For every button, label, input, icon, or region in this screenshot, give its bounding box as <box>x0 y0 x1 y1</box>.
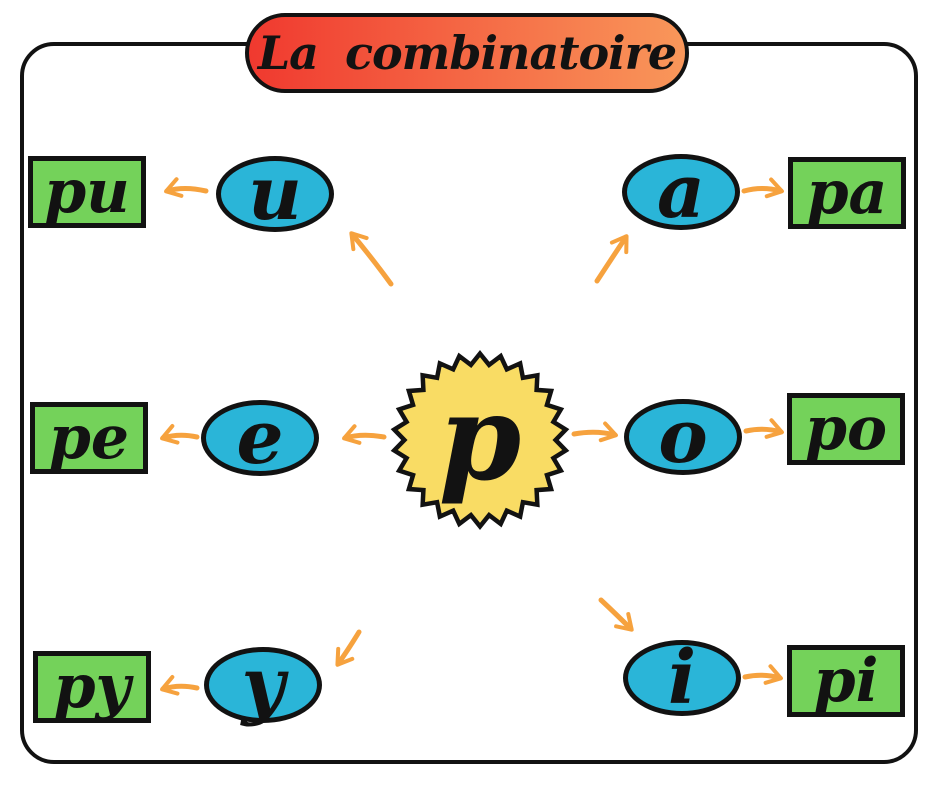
syllable-node-po: po <box>787 393 905 465</box>
starburst-icon <box>390 350 570 530</box>
syllable-node-pu: pu <box>28 156 146 228</box>
vowel-node-u: u <box>216 156 334 232</box>
center-letter: p <box>438 367 522 507</box>
vowel-node-i: i <box>623 640 741 716</box>
center-node: p <box>390 350 570 530</box>
vowel-node-y: y <box>204 647 322 723</box>
vowel-node-e: e <box>201 400 319 476</box>
syllable-node-py: py <box>33 651 151 723</box>
vowel-node-a: a <box>622 154 740 230</box>
title-banner: La combinatoire <box>245 13 689 93</box>
syllable-node-pa: pa <box>788 157 906 229</box>
page-title: La combinatoire <box>257 26 677 80</box>
vowel-node-o: o <box>624 399 742 475</box>
syllable-node-pi: pi <box>787 645 905 717</box>
syllable-node-pe: pe <box>30 402 148 474</box>
